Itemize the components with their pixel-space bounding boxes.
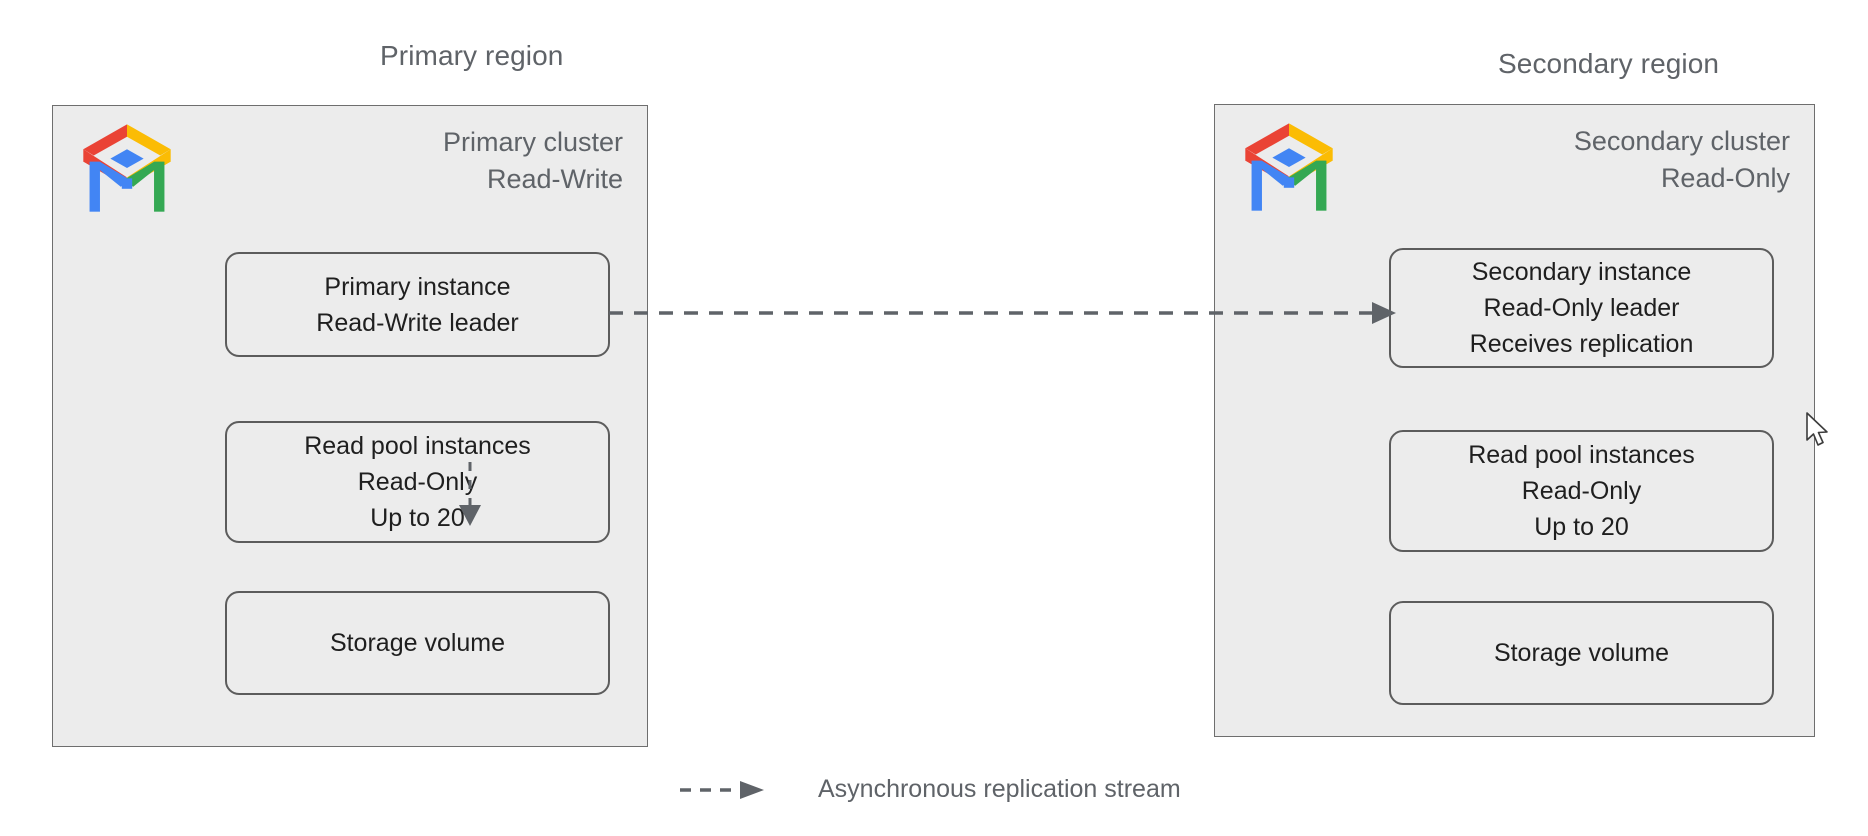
secondary-region-title: Secondary region <box>1498 48 1720 79</box>
node-primary-instance[interactable]: Primary instance Read-Write leader <box>225 252 610 357</box>
node-secondary-storage-volume[interactable]: Storage volume <box>1389 601 1774 705</box>
primary-cluster-heading: Primary cluster Read-Write <box>442 127 623 194</box>
node-secondary-read-pool[interactable]: Read pool instances Read-Only Up to 20 <box>1389 430 1774 552</box>
alloydb-logo-icon <box>83 124 171 212</box>
primary-region-title: Primary region <box>380 40 564 71</box>
legend-dashed-arrow-icon <box>680 780 764 799</box>
node-primary-read-pool[interactable]: Read pool instances Read-Only Up to 20 <box>225 421 610 543</box>
legend: Asynchronous replication stream <box>680 775 1181 804</box>
node-primary-storage-volume[interactable]: Storage volume <box>225 591 610 695</box>
secondary-cluster-heading: Secondary cluster Read-Only <box>1573 126 1790 193</box>
primary-instance-to-read-pool-arrow <box>459 462 481 526</box>
secondary-cluster-panel: Secondary cluster Read-Only Secondary in… <box>1214 104 1815 737</box>
legend-label: Asynchronous replication stream <box>818 775 1181 803</box>
alloydb-logo-icon <box>1245 123 1333 211</box>
node-secondary-instance[interactable]: Secondary instance Read-Only leader Rece… <box>1389 248 1774 368</box>
primary-cluster-panel: Primary cluster Read-Write Primary insta… <box>52 105 648 747</box>
